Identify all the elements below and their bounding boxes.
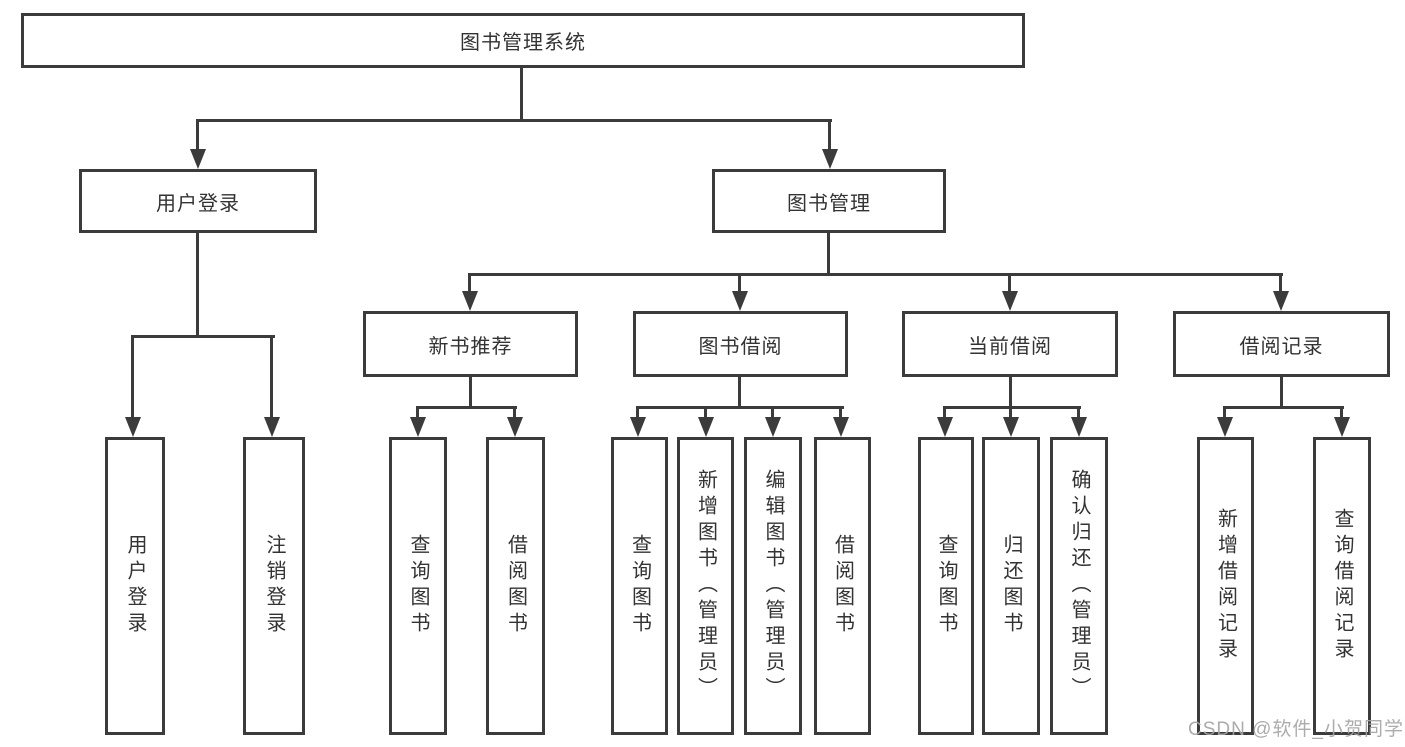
- leaf-query-books-recommend: 查询图书: [389, 437, 447, 735]
- arrowhead-down-icon: [1340, 406, 1343, 417]
- leaf-return-books: 归还图书: [982, 437, 1040, 735]
- arrowhead-down-icon: [828, 119, 831, 149]
- arrowhead-down-icon: [839, 406, 842, 417]
- arrowhead-down-icon: [416, 406, 419, 417]
- connector-line: [738, 377, 741, 408]
- leaf-confirm-return-admin: 确认归还（管理员）: [1050, 437, 1108, 735]
- arrowhead-down-icon: [196, 119, 199, 149]
- arrowhead-down-icon: [1223, 406, 1226, 417]
- arrowhead-down-icon: [1279, 273, 1282, 291]
- arrowhead-down-icon: [1008, 273, 1011, 291]
- leaf-borrow-books: 借阅图书: [814, 437, 871, 735]
- node-label: 归还图书: [1000, 534, 1022, 638]
- connector-line: [1009, 377, 1012, 408]
- leaf-add-borrow-record: 新增借阅记录: [1197, 437, 1254, 735]
- node-label: 图书管理: [787, 192, 871, 215]
- connector-line: [196, 233, 199, 338]
- node-label: 用户登录: [124, 534, 146, 638]
- node-label: 新增借阅记录: [1214, 508, 1237, 664]
- connector-line: [637, 406, 844, 409]
- arrowhead-down-icon: [468, 273, 471, 291]
- connector-line: [417, 406, 517, 409]
- arrowhead-down-icon: [1077, 406, 1080, 417]
- arrowhead-down-icon: [270, 335, 273, 417]
- arrowhead-down-icon: [1009, 406, 1012, 417]
- node-borrowing-records: 借阅记录: [1173, 311, 1390, 377]
- connector-line: [1224, 406, 1344, 409]
- arrowhead-down-icon: [738, 273, 741, 291]
- leaf-user-login: 用户登录: [105, 437, 165, 735]
- node-current-borrowing: 当前借阅: [902, 311, 1118, 377]
- arrowhead-down-icon: [943, 406, 946, 417]
- connector-line: [520, 68, 523, 120]
- node-user-login: 用户登录: [79, 169, 317, 233]
- connector-line: [469, 377, 472, 408]
- node-label: 图书管理系统: [460, 32, 586, 54]
- connector-line: [827, 233, 830, 276]
- node-label: 借阅记录: [1239, 335, 1324, 358]
- connector-line: [469, 273, 1283, 276]
- node-label: 借阅图书: [504, 534, 527, 638]
- node-book-borrowing: 图书借阅: [633, 311, 848, 377]
- leaf-query-books-current: 查询图书: [918, 437, 974, 735]
- leaf-logout: 注销登录: [243, 437, 305, 735]
- arrowhead-down-icon: [513, 406, 516, 417]
- node-label: 新增图书（管理员）: [694, 469, 717, 703]
- node-label: 新书推荐: [428, 335, 513, 358]
- arrowhead-down-icon: [636, 406, 639, 417]
- connector-line: [944, 406, 1081, 409]
- arrowhead-down-icon: [131, 335, 134, 417]
- node-new-book-recommend: 新书推荐: [363, 311, 578, 377]
- node-label: 借阅图书: [831, 534, 854, 638]
- node-label: 查询图书: [407, 534, 429, 638]
- leaf-borrow-books-recommend: 借阅图书: [486, 437, 545, 735]
- arrowhead-down-icon: [704, 406, 707, 417]
- node-label: 查询图书: [628, 534, 651, 638]
- leaf-edit-books-admin: 编辑图书（管理员）: [744, 437, 802, 735]
- node-label: 用户登录: [156, 192, 240, 215]
- leaf-query-books-borrowing: 查询图书: [611, 437, 668, 735]
- leaf-add-books-admin: 新增图书（管理员）: [677, 437, 734, 735]
- node-label: 编辑图书（管理员）: [762, 469, 784, 703]
- connector-line: [132, 335, 275, 338]
- node-label: 当前借阅: [968, 335, 1052, 358]
- arrowhead-down-icon: [771, 406, 774, 417]
- connector-line: [197, 119, 832, 122]
- connector-line: [1280, 377, 1283, 408]
- node-library-management-system: 图书管理系统: [21, 13, 1025, 68]
- leaf-query-borrow-record: 查询借阅记录: [1313, 437, 1371, 735]
- node-label: 确认归还（管理员）: [1068, 469, 1090, 703]
- node-label: 图书借阅: [698, 335, 783, 358]
- node-book-management: 图书管理: [712, 169, 946, 233]
- watermark: CSDN @软件_小贺同学: [1188, 719, 1404, 740]
- node-label: 查询借阅记录: [1331, 508, 1353, 664]
- node-label: 查询图书: [935, 534, 957, 638]
- node-label: 注销登录: [263, 534, 285, 638]
